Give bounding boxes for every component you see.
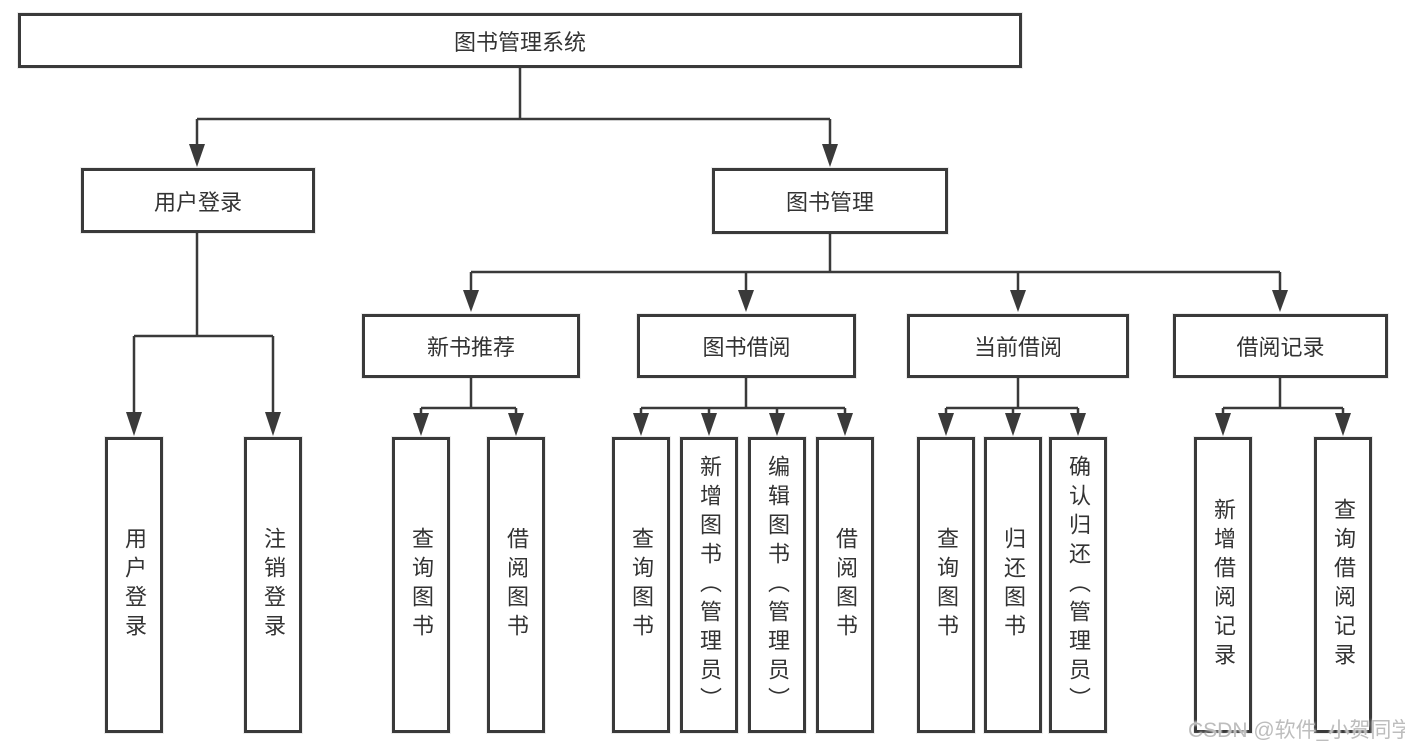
- leaf-recommend-borrow-books-label: 借阅图书: [504, 527, 529, 643]
- leaf-current-confirm-return-admin: 确认归还（管理员）: [1049, 437, 1107, 733]
- leaf-records-add-record: 新增借阅记录: [1194, 437, 1252, 733]
- leaf-records-query-record: 查询借阅记录: [1314, 437, 1372, 733]
- leaf-borrow-borrow-books-label: 借阅图书: [833, 527, 858, 643]
- leaf-current-confirm-return-admin-label: 确认归还（管理员）: [1066, 454, 1091, 716]
- leaf-borrow-borrow-books: 借阅图书: [816, 437, 874, 733]
- leaf-user-login: 用户登录: [105, 437, 163, 733]
- leaf-borrow-query-books-label: 查询图书: [629, 527, 654, 643]
- leaf-borrow-add-books-admin: 新增图书（管理员）: [680, 437, 738, 733]
- leaf-borrow-edit-books-admin-label: 编辑图书（管理员）: [765, 454, 790, 716]
- node-library-system-label: 图书管理系统: [453, 29, 586, 55]
- node-user-login-label: 用户登录: [153, 189, 242, 215]
- leaf-borrow-query-books: 查询图书: [612, 437, 670, 733]
- leaf-recommend-borrow-books: 借阅图书: [487, 437, 545, 733]
- node-borrow-records-label: 借阅记录: [1236, 335, 1325, 360]
- leaf-user-login-label: 用户登录: [122, 527, 147, 643]
- node-library-system: 图书管理系统: [18, 13, 1022, 68]
- node-current-borrow: 当前借阅: [907, 314, 1129, 378]
- leaf-current-query-books: 查询图书: [917, 437, 975, 733]
- leaf-current-return-books: 归还图书: [984, 437, 1042, 733]
- node-book-management-label: 图书管理: [785, 190, 874, 215]
- node-new-book-recommend: 新书推荐: [362, 314, 580, 378]
- leaf-borrow-add-books-admin-label: 新增图书（管理员）: [697, 454, 722, 716]
- leaf-logout: 注销登录: [244, 437, 302, 733]
- node-user-login: 用户登录: [81, 168, 315, 233]
- leaf-recommend-query-books: 查询图书: [392, 437, 450, 733]
- node-book-borrow: 图书借阅: [637, 314, 856, 378]
- leaf-records-add-record-label: 新增借阅记录: [1211, 498, 1236, 672]
- arrowhead-icons: [126, 144, 1351, 436]
- leaf-current-query-books-label: 查询图书: [934, 527, 959, 643]
- leaf-recommend-query-books-label: 查询图书: [409, 527, 434, 643]
- leaf-logout-label: 注销登录: [261, 527, 286, 643]
- leaf-records-query-record-label: 查询借阅记录: [1331, 498, 1356, 672]
- leaf-borrow-edit-books-admin: 编辑图书（管理员）: [748, 437, 806, 733]
- node-borrow-records: 借阅记录: [1173, 314, 1388, 378]
- connector-paths: [132, 68, 1345, 415]
- node-current-borrow-label: 当前借阅: [973, 335, 1062, 360]
- node-new-book-recommend-label: 新书推荐: [426, 335, 515, 360]
- node-book-management: 图书管理: [712, 168, 948, 234]
- csdn-watermark: CSDN @软件_小贺同学: [1188, 719, 1405, 742]
- node-book-borrow-label: 图书借阅: [702, 335, 791, 360]
- leaf-current-return-books-label: 归还图书: [1001, 527, 1026, 643]
